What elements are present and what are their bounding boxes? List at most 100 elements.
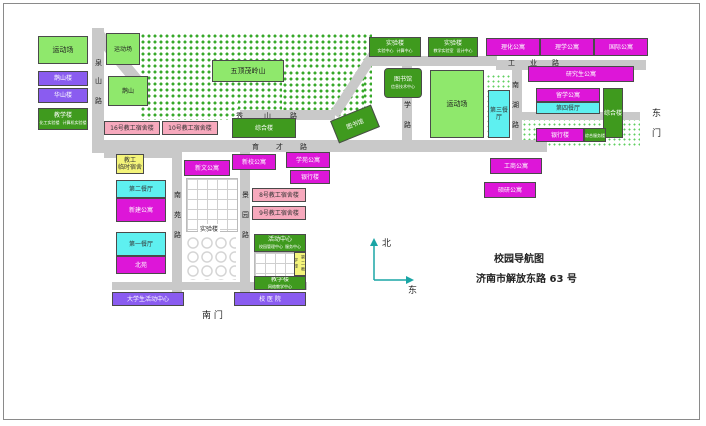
international-apartment: 留学公寓 bbox=[536, 88, 600, 102]
xueyuan-apartment: 学苑公寓 bbox=[286, 152, 330, 168]
activity-center-sub2: 服务中心 bbox=[285, 244, 301, 249]
new-apartment: 新建公寓 bbox=[116, 198, 166, 222]
temp-dorm: 教工 临时宿舍 bbox=[116, 154, 144, 174]
compass-icon bbox=[370, 238, 414, 284]
main-sports-field: 运动场 bbox=[430, 70, 484, 138]
admin-building-sub1: 教学实验室 bbox=[433, 48, 454, 53]
network-teaching-sub: 网络教学中心 bbox=[268, 284, 292, 289]
road-label-shan-1: 泉 bbox=[95, 59, 102, 67]
apartment-2: 理学公寓 bbox=[540, 38, 594, 56]
activity-center-sub: 校园管理中心 服务中心 bbox=[259, 243, 301, 250]
road-label-gongye-3: 路 bbox=[552, 59, 559, 67]
road-label-xiushan-3: 路 bbox=[290, 112, 297, 120]
east-composite: 综合楼 bbox=[603, 88, 623, 138]
master-apartment: 硕研公寓 bbox=[484, 182, 536, 198]
road-label-lixue-3: 路 bbox=[404, 121, 411, 129]
road-label-jingu-2: 园 bbox=[242, 211, 249, 219]
canteen-3: 第三餐厅 bbox=[488, 90, 510, 138]
quanshan-mountain: 鹊山 bbox=[108, 76, 148, 106]
student-center: 大学生活动中心 bbox=[112, 292, 184, 306]
road-east-v bbox=[512, 60, 522, 152]
xinwen-apartment: 新文公寓 bbox=[184, 160, 230, 176]
bank-building-2: 银行楼 bbox=[290, 170, 330, 184]
library-building: 图书馆 信息技术中心 bbox=[384, 68, 422, 98]
road-south-h bbox=[112, 282, 307, 290]
road-label-shan-3: 路 bbox=[95, 97, 102, 105]
north-garden: 北苑 bbox=[116, 256, 166, 274]
east-gate-label-2: 门 bbox=[652, 129, 662, 139]
forest-area-2 bbox=[140, 100, 238, 120]
road-label-nanhu-2: 湖 bbox=[512, 101, 519, 109]
quanshan-building: 鹊山楼 bbox=[38, 71, 88, 86]
lab-building-sub2: 计算中心 bbox=[396, 48, 413, 53]
dorm-10: 10号教工宿舍楼 bbox=[162, 121, 218, 135]
business-apartment: 工商公寓 bbox=[490, 158, 542, 174]
library-sub: 信息技术中心 bbox=[391, 84, 415, 89]
road-label-xiushan-1: 秀 bbox=[236, 112, 243, 120]
activity-center-label: 活动中心 bbox=[267, 236, 292, 243]
temp-dorm-label: 教工 bbox=[123, 157, 136, 164]
lab-grid-label: 实验楼 bbox=[198, 224, 221, 233]
map-title: 校园导航图 bbox=[494, 254, 544, 265]
canteen-2: 第二餐厅 bbox=[116, 180, 166, 198]
admin-building-sub2: 设计中心 bbox=[456, 48, 473, 53]
road-label-yucai-1: 育 bbox=[252, 143, 259, 151]
road-label-nanyuan-3: 路 bbox=[174, 231, 181, 239]
west-teaching-sub1: 化工实验楼 bbox=[39, 120, 60, 125]
road-label-xiushan-2: 山 bbox=[264, 112, 271, 120]
court-grid bbox=[254, 252, 296, 278]
lab-building-sub1: 实验中心 bbox=[377, 48, 394, 53]
lab-grid-area bbox=[186, 178, 238, 232]
south-gate-label: 南 门 bbox=[202, 311, 223, 321]
library-label: 图书馆 bbox=[393, 76, 412, 83]
road-label-gongye-1: 工 bbox=[508, 59, 515, 67]
road-upper-2 bbox=[496, 60, 646, 70]
west-teaching-sub2: 计算机实验楼 bbox=[62, 120, 87, 125]
admin-building-label: 实验楼 bbox=[443, 40, 462, 47]
canteen-1: 第一餐厅 bbox=[116, 232, 166, 256]
road-label-shan-2: 山 bbox=[95, 77, 102, 85]
dorm-9: 9号教工宿舍楼 bbox=[252, 206, 306, 220]
bank-building: 银行楼 bbox=[536, 128, 584, 142]
apartment-3: 国际公寓 bbox=[594, 38, 648, 56]
forest-mountain-label: 五顶茂岭山 bbox=[212, 60, 284, 82]
compass-north: 北 bbox=[382, 239, 392, 249]
sports-field-top: 运动场 bbox=[106, 33, 140, 65]
road-east-h bbox=[520, 112, 640, 120]
admin-building: 实验楼 教学实验室 设计中心 bbox=[428, 37, 478, 57]
canteen-4: 第四餐厅 bbox=[536, 102, 600, 114]
composite-building: 综合楼 bbox=[232, 118, 296, 138]
road-lixue bbox=[402, 60, 412, 152]
road-west-vertical bbox=[92, 28, 104, 153]
dorm-8: 8号教工宿舍楼 bbox=[252, 188, 306, 202]
sports-field-left: 运动场 bbox=[38, 36, 88, 64]
road-main-horizontal bbox=[92, 140, 547, 152]
road-label-nanhu-3: 路 bbox=[512, 121, 519, 129]
lab-building: 实验楼 实验中心 计算中心 bbox=[369, 37, 421, 57]
west-teaching-building: 教学楼 化工实验楼 计算机实验楼 bbox=[38, 108, 88, 130]
temp-dorm-sub: 临时宿舍 bbox=[117, 164, 142, 171]
road-xiushan bbox=[240, 110, 335, 120]
map-frame bbox=[3, 3, 700, 420]
admin-building-sub: 教学实验室 设计中心 bbox=[434, 47, 473, 54]
road-label-gongye-2: 业 bbox=[530, 59, 537, 67]
road-label-nanyuan-1: 南 bbox=[174, 191, 181, 199]
road-south-1 bbox=[172, 150, 182, 295]
east-gate-label-1: 东 bbox=[652, 109, 662, 119]
west-teaching-sub: 化工实验楼 计算机实验楼 bbox=[40, 119, 87, 126]
lab-building-label: 实验楼 bbox=[385, 40, 404, 47]
service-building: 综合服务楼 bbox=[584, 128, 606, 142]
hospital: 校 医 院 bbox=[234, 292, 306, 306]
road-label-jingu-1: 景 bbox=[242, 191, 249, 199]
road-label-yucai-2: 才 bbox=[276, 143, 283, 151]
road-label-lixue-2: 学 bbox=[404, 101, 411, 109]
map-address: 济南市解放东路 63 号 bbox=[476, 274, 577, 285]
teaching-building-2: 第二教学楼 bbox=[294, 252, 306, 276]
network-teaching-label: 教学楼 bbox=[270, 276, 289, 283]
graduate-apartment: 研究生公寓 bbox=[528, 66, 634, 82]
west-teaching-label: 教学楼 bbox=[53, 112, 72, 119]
lab-building-sub: 实验中心 计算中心 bbox=[378, 47, 413, 54]
dorm-16: 16号教工宿舍楼 bbox=[104, 121, 160, 135]
activity-center: 活动中心 校园管理中心 服务中心 bbox=[254, 234, 306, 252]
